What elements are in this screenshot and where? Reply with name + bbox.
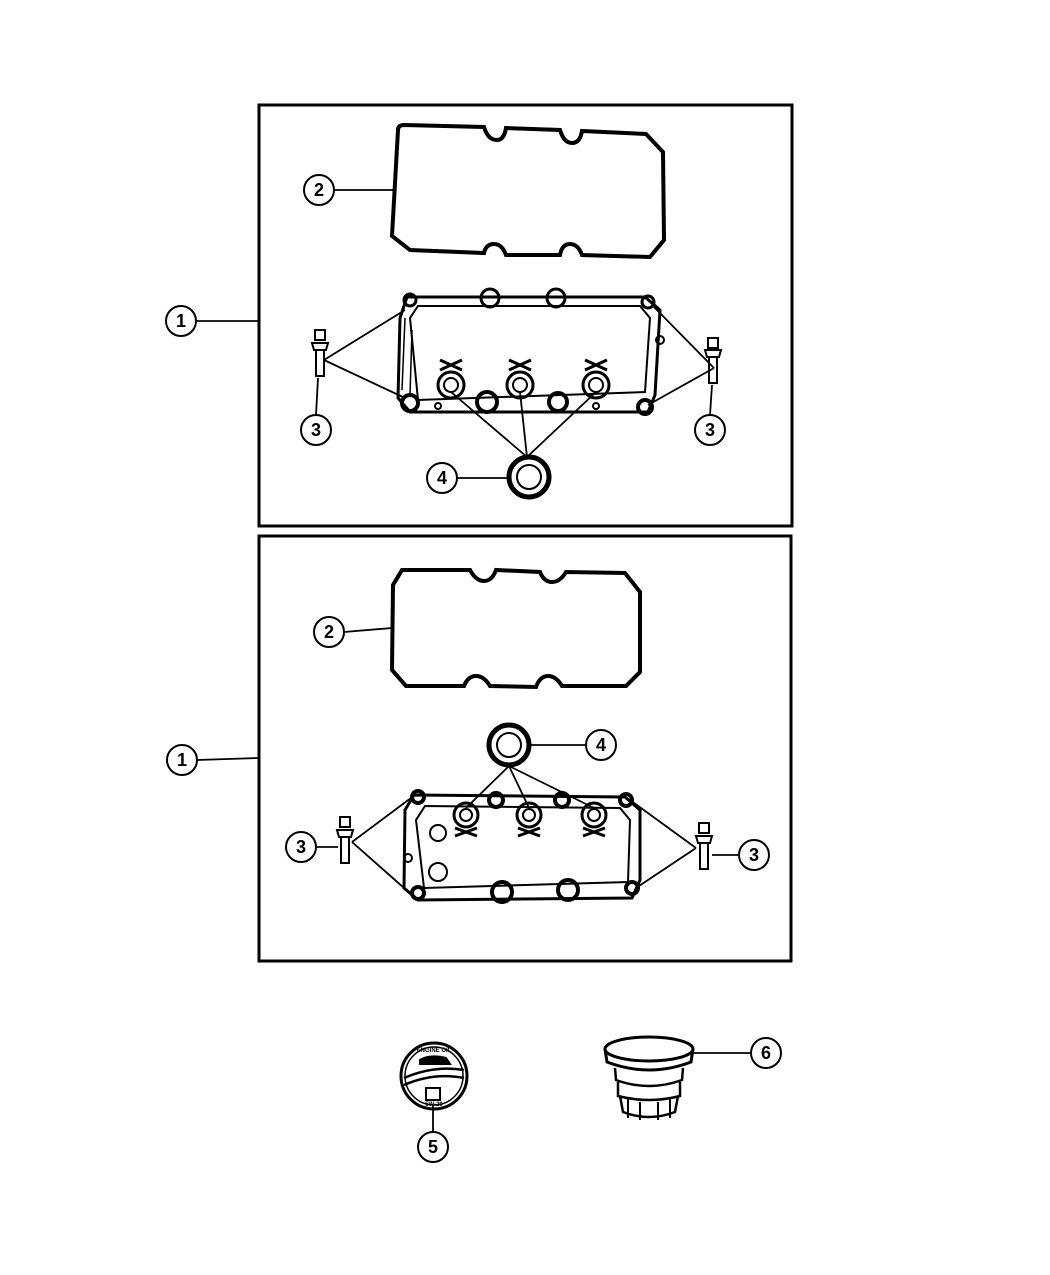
callout-3-top-right: 3: [694, 414, 726, 446]
callout-1-bottom: 1: [166, 744, 198, 776]
callout-1-top: 1: [165, 305, 197, 337]
svg-text:3: 3: [749, 845, 759, 865]
valve-cover-top: [396, 287, 665, 416]
seal-bottom: [486, 722, 532, 768]
oil-cap-bottom-text: 5W-20: [425, 1102, 443, 1108]
svg-text:4: 4: [596, 735, 606, 755]
callout-3-top-left: 3: [300, 414, 332, 446]
leader-lines-top: [197, 189, 715, 479]
svg-text:1: 1: [176, 311, 186, 331]
svg-text:3: 3: [705, 420, 715, 440]
valve-cover-bottom: [402, 789, 642, 904]
svg-text:3: 3: [296, 837, 306, 857]
assembly-box-bottom: [196, 534, 793, 963]
seal-top: [506, 454, 552, 500]
callout-6: 6: [750, 1037, 782, 1069]
bolt-bottom-right: [694, 822, 714, 870]
svg-text:4: 4: [437, 468, 447, 488]
assembly-box-top: [197, 103, 794, 528]
oil-filler-cap: [399, 1041, 469, 1133]
tube-cap: [603, 1035, 751, 1120]
callout-5: 5: [417, 1131, 449, 1163]
svg-text:3: 3: [311, 420, 321, 440]
callout-3-bottom-right: 3: [738, 839, 770, 871]
callout-2-bottom: 2: [313, 616, 345, 648]
svg-text:1: 1: [177, 750, 187, 770]
oil-cap-top-text: ENGINE OIL: [417, 1048, 452, 1054]
callout-4-top: 4: [426, 462, 458, 494]
bolt-bottom-left: [335, 816, 355, 864]
leader-lines-bottom: [196, 627, 738, 896]
svg-text:2: 2: [324, 622, 334, 642]
gasket-top: [389, 122, 667, 260]
svg-text:5: 5: [428, 1137, 438, 1157]
gasket-bottom: [389, 567, 642, 690]
callout-2-top: 2: [303, 174, 335, 206]
svg-text:2: 2: [314, 180, 324, 200]
bolt-top-left: [310, 329, 330, 377]
callout-3-bottom-left: 3: [285, 831, 317, 863]
svg-text:6: 6: [761, 1043, 771, 1063]
callout-4-bottom: 4: [585, 729, 617, 761]
